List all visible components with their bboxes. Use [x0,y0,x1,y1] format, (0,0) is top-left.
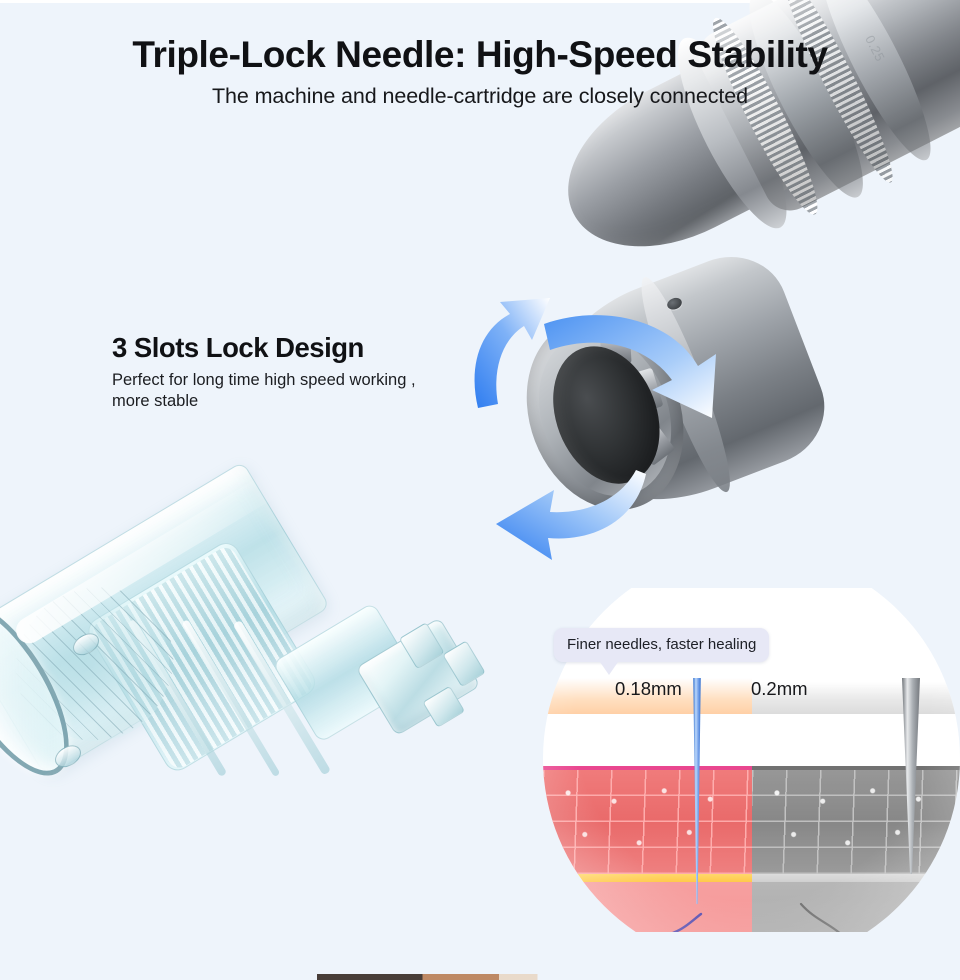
needle-size-label-right: 0.2mm [751,678,808,699]
page-subtitle: The machine and needle-cartridge are clo… [211,84,748,109]
rotation-arrow-mid-icon [544,315,716,418]
feature-description-line-2: more stable [112,391,199,410]
feature-block: 3 Slots Lock Design Perfect for long tim… [112,332,512,412]
feature-title: 3 Slots Lock Design [112,332,364,363]
feature-description-line-1: Perfect for long time high speed working… [112,371,416,389]
rotation-arrow-up-icon [474,298,550,408]
rotation-arrow-low-icon [496,470,646,560]
needle-size-label-left: 0.18mm [615,678,682,699]
tooltip-badge: Finer needles, faster healing [554,628,770,675]
needle-cartridge-illustration [0,424,558,854]
thick-gray-needle-icon [902,678,920,874]
bottom-image-sliver [0,974,960,980]
header-block: Triple-Lock Needle: High-Speed Stability… [0,34,960,109]
top-divider [0,0,960,3]
fine-blue-needle-icon [693,678,701,904]
capillary-vessel [591,902,703,932]
feature-description: Perfect for long time high speed working… [112,370,512,412]
skin-penetration-diagram: Finer needles, faster healing 0.18mm 0.2… [543,588,960,932]
page-title: Triple-Lock Needle: High-Speed Stability [132,34,828,75]
